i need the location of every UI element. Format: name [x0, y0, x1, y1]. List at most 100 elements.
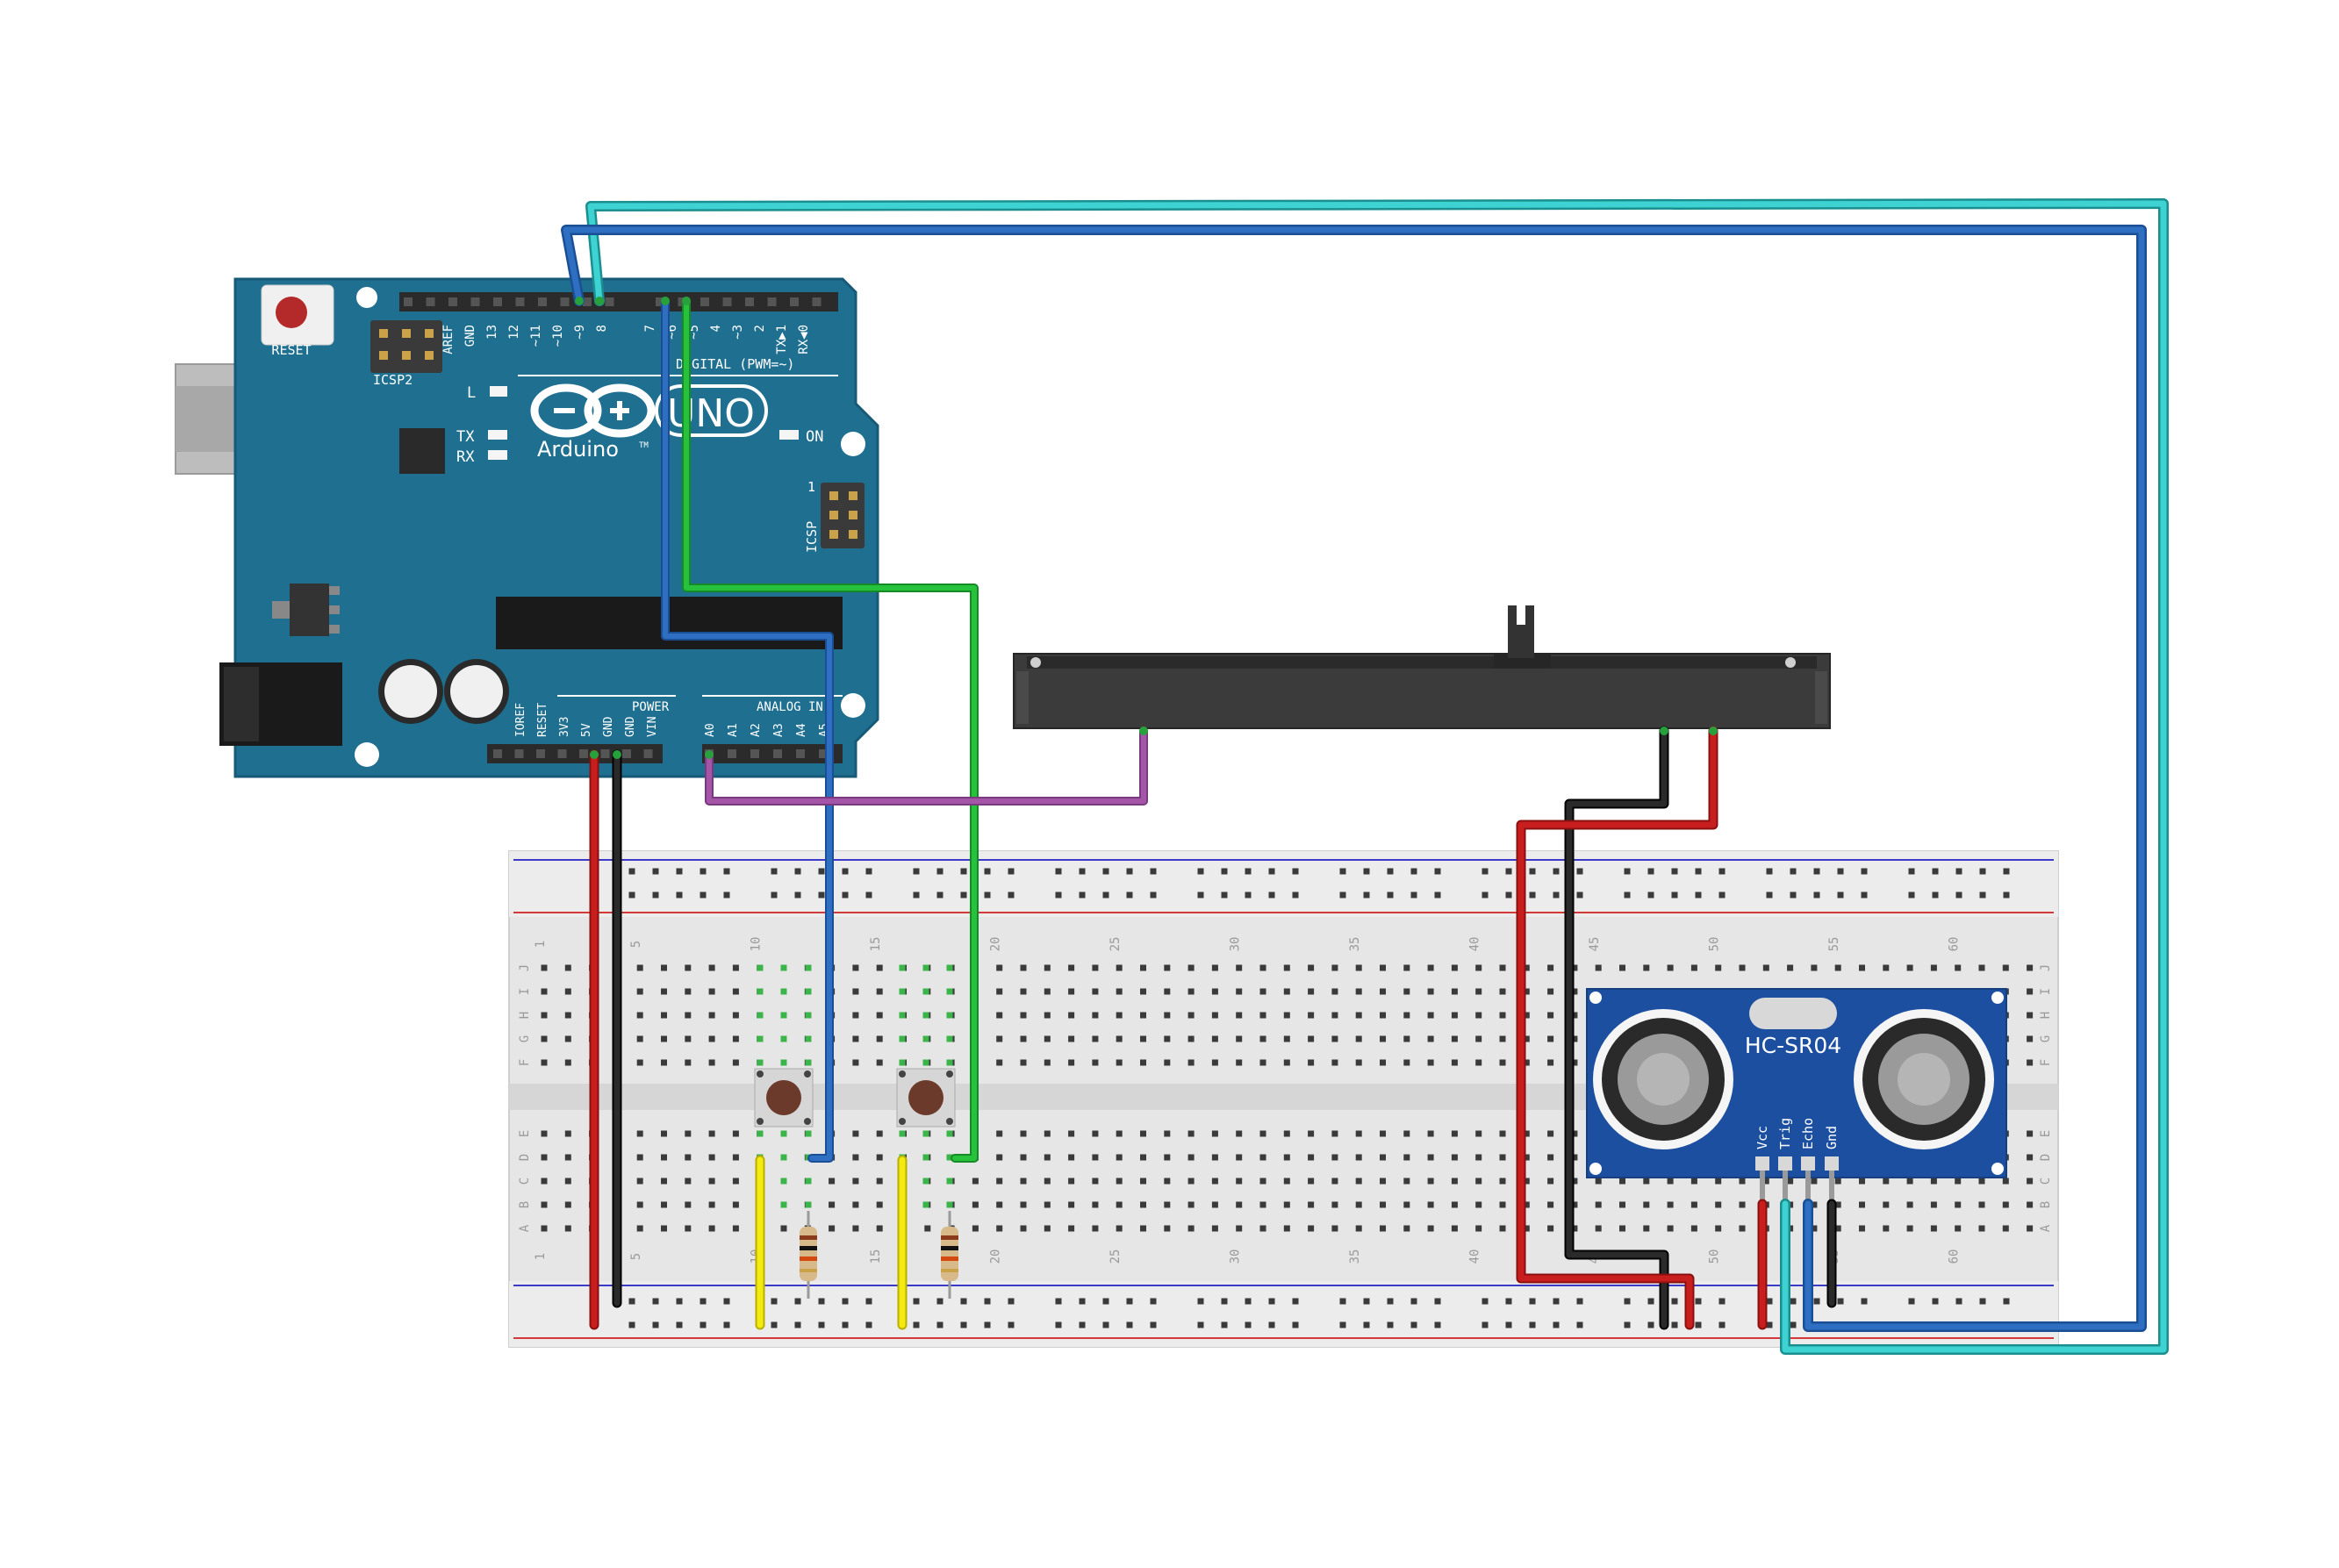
breadboard-hole[interactable]	[564, 1178, 571, 1185]
rail-hole[interactable]	[1434, 868, 1441, 875]
breadboard-hole[interactable]	[1427, 1035, 1434, 1042]
breadboard-hole[interactable]	[1499, 964, 1506, 971]
breadboard-hole[interactable]	[1308, 1154, 1315, 1161]
breadboard-hole[interactable]	[1475, 1059, 1482, 1066]
header-pin[interactable]	[728, 749, 736, 758]
breadboard-hole[interactable]	[1643, 964, 1650, 971]
rail-hole[interactable]	[1837, 1298, 1844, 1305]
breadboard-hole[interactable]	[1715, 1225, 1722, 1232]
breadboard-hole[interactable]	[1020, 1225, 1027, 1232]
breadboard-hole[interactable]	[1787, 1178, 1794, 1185]
rail-hole[interactable]	[700, 1321, 707, 1328]
rail-hole[interactable]	[960, 891, 967, 899]
breadboard-hole[interactable]	[876, 1035, 883, 1042]
rail-hole[interactable]	[1055, 1298, 1062, 1305]
breadboard-hole[interactable]	[1187, 1012, 1195, 1019]
rail-hole[interactable]	[1718, 868, 1726, 875]
breadboard-hole[interactable]	[1619, 1201, 1625, 1208]
breadboard-hole[interactable]	[564, 1059, 571, 1066]
rail-hole[interactable]	[1695, 1321, 1702, 1328]
breadboard-hole[interactable]	[996, 1059, 1003, 1066]
breadboard-hole[interactable]	[996, 1178, 1003, 1185]
breadboard-hole[interactable]	[996, 1012, 1003, 1019]
rail-hole[interactable]	[913, 868, 920, 875]
rail-hole[interactable]	[1908, 868, 1915, 875]
breadboard-hole[interactable]	[1834, 964, 1841, 971]
rail-hole[interactable]	[960, 1321, 967, 1328]
breadboard-hole[interactable]	[1211, 1154, 1218, 1161]
rail-hole[interactable]	[1647, 1321, 1654, 1328]
breadboard-hole[interactable]	[661, 964, 667, 971]
breadboard-hole[interactable]	[708, 1201, 715, 1208]
rail-hole[interactable]	[652, 868, 659, 875]
header-pin[interactable]	[448, 297, 457, 306]
header-pin[interactable]	[514, 749, 524, 758]
rail-hole[interactable]	[1079, 1298, 1086, 1305]
breadboard-hole[interactable]	[1092, 1225, 1099, 1232]
breadboard-hole[interactable]	[1427, 1012, 1434, 1019]
rail-hole[interactable]	[1837, 868, 1844, 875]
breadboard-hole[interactable]	[1547, 1201, 1554, 1208]
breadboard-hole[interactable]	[564, 964, 571, 971]
breadboard-hole[interactable]	[852, 1130, 859, 1137]
rail-hole[interactable]	[1932, 1298, 1939, 1305]
breadboard-hole[interactable]	[1978, 1178, 1985, 1185]
breadboard-hole[interactable]	[1092, 988, 1099, 995]
header-pin[interactable]	[622, 749, 631, 758]
breadboard-hole[interactable]	[541, 964, 548, 971]
breadboard-hole[interactable]	[852, 1035, 859, 1042]
rail-hole[interactable]	[2003, 868, 2010, 875]
reset-button-cap[interactable]	[276, 297, 307, 328]
breadboard-hole[interactable]	[1044, 1225, 1051, 1232]
breadboard-hole[interactable]	[996, 964, 1003, 971]
breadboard-hole[interactable]	[685, 964, 692, 971]
breadboard-hole[interactable]	[1403, 1035, 1410, 1042]
header-pin[interactable]	[538, 297, 547, 306]
header-pin[interactable]	[750, 749, 759, 758]
breadboard-hole[interactable]	[1259, 988, 1266, 995]
breadboard-hole[interactable]	[1859, 1201, 1865, 1208]
rail-hole[interactable]	[1055, 1321, 1062, 1328]
breadboard-hole[interactable]	[1523, 988, 1530, 995]
header-pin[interactable]	[643, 749, 653, 758]
breadboard-hole[interactable]	[1044, 1012, 1051, 1019]
header-pin[interactable]	[583, 297, 592, 306]
breadboard-hole[interactable]	[1451, 1059, 1458, 1066]
breadboard-hole[interactable]	[1259, 1225, 1266, 1232]
breadboard-hole[interactable]	[732, 1012, 739, 1019]
breadboard-hole[interactable]	[1020, 1130, 1027, 1137]
breadboard-hole[interactable]	[1331, 1012, 1338, 1019]
rail-hole[interactable]	[1908, 1298, 1915, 1305]
rail-hole[interactable]	[913, 1298, 920, 1305]
breadboard-hole[interactable]	[1092, 1012, 1099, 1019]
breadboard-hole[interactable]	[1164, 1012, 1171, 1019]
breadboard-hole[interactable]	[1380, 1012, 1386, 1019]
breadboard-hole[interactable]	[1308, 964, 1315, 971]
rail-hole[interactable]	[2003, 1298, 2010, 1305]
breadboard-hole[interactable]	[996, 1201, 1003, 1208]
rail-hole[interactable]	[1008, 891, 1015, 899]
breadboard-hole[interactable]	[1715, 1178, 1722, 1185]
breadboard-hole[interactable]	[1187, 1178, 1195, 1185]
breadboard-hole[interactable]	[1739, 1178, 1746, 1185]
rail-hole[interactable]	[1268, 891, 1275, 899]
rail-hole[interactable]	[1008, 868, 1015, 875]
breadboard-hole[interactable]	[876, 1059, 883, 1066]
rail-hole[interactable]	[1387, 868, 1394, 875]
breadboard-hole[interactable]	[1355, 988, 1362, 995]
breadboard-hole[interactable]	[1403, 1059, 1410, 1066]
breadboard-hole[interactable]	[1978, 1201, 1985, 1208]
breadboard-hole[interactable]	[1236, 1154, 1243, 1161]
breadboard-hole[interactable]	[685, 1035, 692, 1042]
rail-hole[interactable]	[1671, 868, 1678, 875]
breadboard-hole[interactable]	[876, 964, 883, 971]
rail-hole[interactable]	[1671, 1321, 1678, 1328]
breadboard-hole[interactable]	[1380, 1059, 1386, 1066]
rail-hole[interactable]	[628, 1298, 635, 1305]
rail-hole[interactable]	[1979, 891, 1986, 899]
breadboard-hole[interactable]	[636, 1035, 643, 1042]
breadboard-hole[interactable]	[1955, 964, 1962, 971]
breadboard-hole[interactable]	[2002, 1201, 2009, 1208]
breadboard-hole[interactable]	[1739, 1225, 1746, 1232]
rail-hole[interactable]	[1102, 1321, 1109, 1328]
